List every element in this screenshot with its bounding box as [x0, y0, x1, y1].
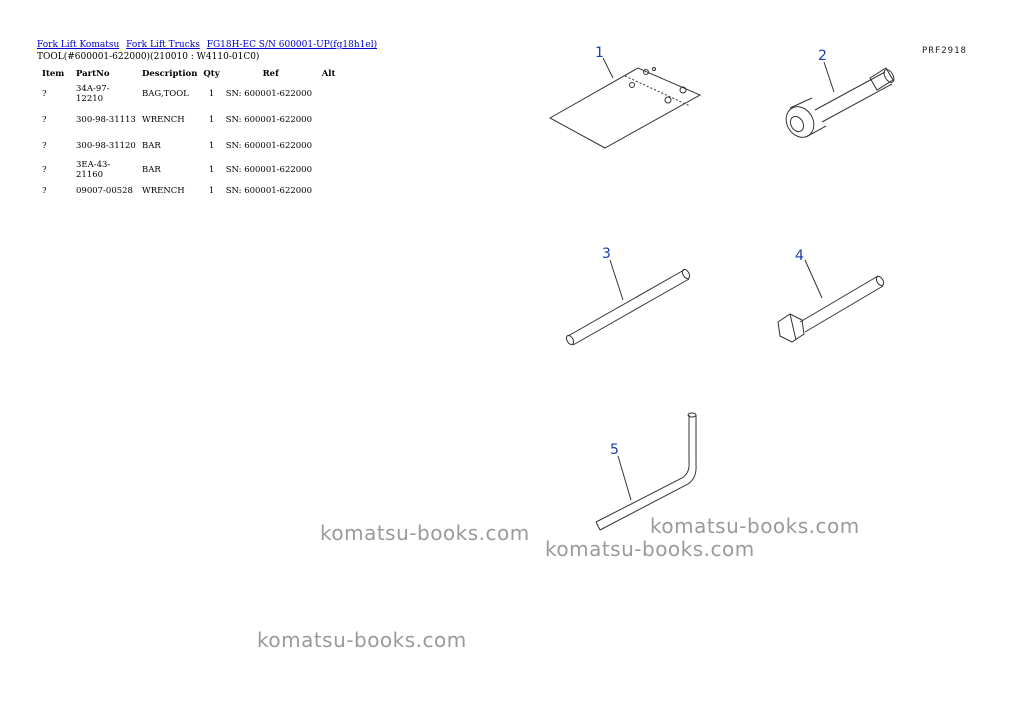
- header-alt: Alt: [321, 68, 336, 79]
- watermark-text: komatsu-books.com: [320, 521, 530, 545]
- breadcrumb-link-fork-lift-trucks[interactable]: Fork Lift Trucks: [126, 40, 200, 50]
- table-row: ? 300-98-31120 BAR 1 SN: 600001-622000: [37, 133, 355, 159]
- cell-ref: SN: 600001-622000: [225, 115, 312, 125]
- leader-line-5: [617, 455, 632, 501]
- cell-ref: SN: 600001-622000: [225, 185, 312, 196]
- breadcrumb: Fork Lift Komatsu Fork Lift Trucks FG18H…: [37, 40, 381, 50]
- table-row: ? 300-98-31113 WRENCH 1 SN: 600001-62200…: [37, 107, 355, 133]
- watermark-text: komatsu-books.com: [257, 628, 467, 652]
- table-row: ? 09007-00528 WRENCH 1 SN: 600001-622000: [37, 180, 355, 201]
- bar-illustration-3: [565, 268, 691, 346]
- cell-item: ?: [42, 185, 47, 196]
- cell-partno: 300-98-31113: [76, 115, 136, 125]
- bar-illustration-4: [777, 275, 885, 343]
- cell-ref: SN: 600001-622000: [225, 164, 312, 175]
- table-header-row: Item PartNo Description Qty Ref Alt: [37, 66, 355, 81]
- cell-description: BAG,TOOL: [142, 89, 189, 99]
- header-partno: PartNo: [76, 68, 110, 79]
- cell-description: WRENCH: [142, 185, 185, 196]
- cell-description: BAR: [142, 164, 161, 175]
- watermark-text: komatsu-books.com: [545, 537, 755, 561]
- cell-qty: 1: [208, 89, 215, 99]
- table-row: ? 34A-97-12210 BAG,TOOL 1 SN: 600001-622…: [37, 81, 355, 107]
- cell-item: ?: [42, 89, 47, 99]
- breadcrumb-link-model[interactable]: FG18H-EC S/N 600001-UP(fg18h1el): [206, 40, 378, 50]
- leader-line-2: [823, 61, 835, 93]
- cell-qty: 1: [208, 185, 215, 196]
- tool-bag-illustration: [548, 67, 702, 149]
- callout-2: 2: [818, 48, 827, 64]
- cell-ref: SN: 600001-622000: [225, 89, 312, 99]
- cell-item: ?: [42, 141, 47, 151]
- cell-ref: SN: 600001-622000: [225, 141, 312, 151]
- watermark-text: komatsu-books.com: [650, 514, 860, 538]
- cell-qty: 1: [208, 164, 215, 175]
- table-row: ? 3EA-43-21160 BAR 1 SN: 600001-622000: [37, 159, 355, 180]
- hex-wrench-illustration: [595, 412, 697, 531]
- callout-4: 4: [795, 248, 804, 264]
- cell-partno: 3EA-43-21160: [76, 159, 111, 180]
- cell-qty: 1: [208, 115, 215, 125]
- header-description: Description: [142, 68, 198, 79]
- cell-description: BAR: [142, 141, 161, 151]
- cell-qty: 1: [208, 141, 215, 151]
- diagram-code: PRF2918: [922, 46, 967, 56]
- socket-wrench-illustration: [785, 67, 895, 138]
- breadcrumb-link-fork-lift-komatsu[interactable]: Fork Lift Komatsu: [37, 40, 120, 50]
- cell-partno: 09007-00528: [76, 185, 133, 196]
- leader-line-1: [602, 57, 614, 79]
- leader-line-4: [804, 259, 823, 299]
- cell-partno: 34A-97-12210: [76, 84, 110, 104]
- header-ref: Ref: [262, 68, 279, 79]
- header-qty: Qty: [203, 68, 220, 79]
- parts-table: Item PartNo Description Qty Ref Alt ? 34…: [37, 66, 355, 201]
- page-subtitle: TOOL(#600001-622000)(210010 : W4110-01C0…: [37, 52, 260, 62]
- leader-line-3: [609, 259, 624, 301]
- cell-item: ?: [42, 164, 47, 175]
- cell-partno: 300-98-31120: [76, 141, 136, 151]
- callout-5: 5: [610, 442, 619, 458]
- header-item: Item: [42, 68, 65, 79]
- callout-3: 3: [602, 246, 611, 262]
- cell-description: WRENCH: [142, 115, 185, 125]
- cell-item: ?: [42, 115, 47, 125]
- callout-1: 1: [595, 45, 604, 61]
